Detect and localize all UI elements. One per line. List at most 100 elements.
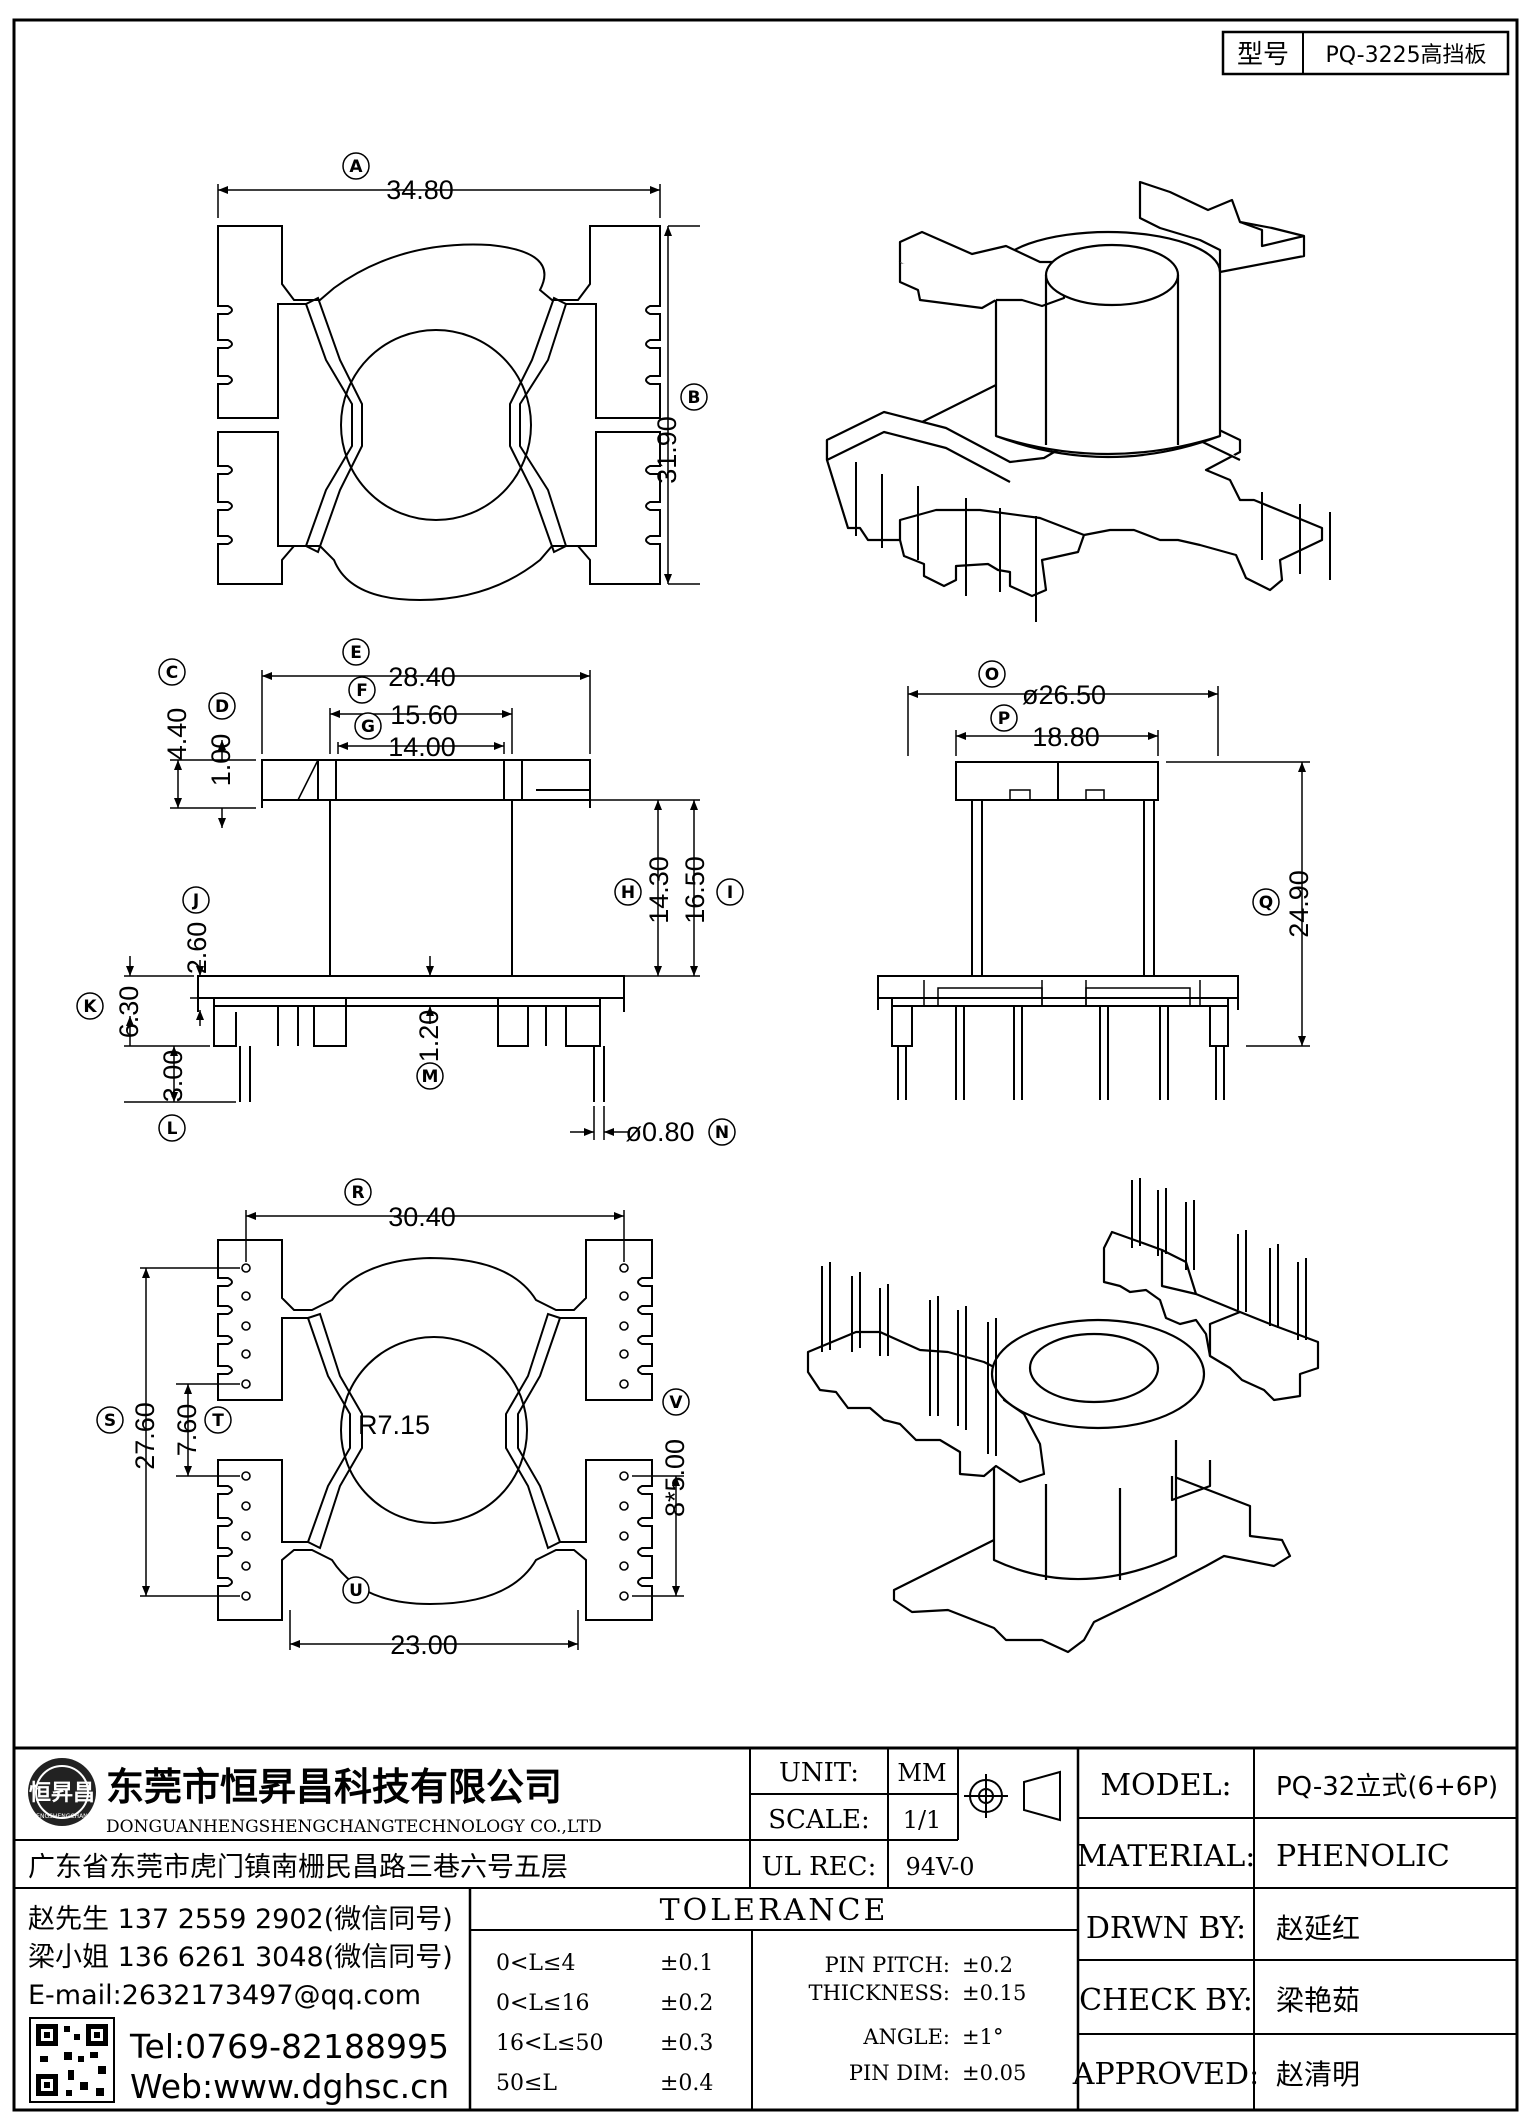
svg-text:Q: Q <box>1259 893 1273 913</box>
dim-r: 30.40 <box>388 1202 456 1232</box>
check-by-value: 梁艳茹 <box>1276 1984 1360 2017</box>
spec-name-4: PIN DIM: <box>849 2061 950 2085</box>
tolerance-title: TOLERANCE <box>660 1893 889 1928</box>
svg-text:P: P <box>998 709 1010 729</box>
company-logo: 恒昇昌 HENGSHENGCHANG <box>28 1758 96 1826</box>
company-name-cn: 东莞市恒昇昌科技有限公司 <box>106 1764 562 1809</box>
front-view <box>197 759 625 1102</box>
drawn-by-label: DRWN BY: <box>1086 1911 1246 1946</box>
dim-t: 7.60 <box>172 1404 202 1457</box>
side-view-dim-labels: O ø26.50 P 18.80 Q 24.90 <box>978 660 1314 938</box>
svg-text:O: O <box>985 665 999 685</box>
svg-text:G: G <box>361 717 375 737</box>
dim-a: 34.80 <box>386 175 454 205</box>
material-label: MATERIAL: <box>1077 1839 1256 1874</box>
dim-radius: R7.15 <box>358 1410 430 1440</box>
title-block: 恒昇昌 HENGSHENGCHANG 东莞市恒昇昌科技有限公司 DONGUANH… <box>14 1746 1517 2110</box>
spec-name-3: ANGLE: <box>862 2025 950 2049</box>
spec-value-3: ±1° <box>962 2025 1003 2049</box>
svg-text:M: M <box>422 1067 439 1087</box>
bottom-view-dim-labels: R 30.40 S 27.60 T 7.60 R7.15 U 23.00 V 8… <box>96 1178 690 1660</box>
logo-subtext: HENGSHENGCHANG <box>32 1813 93 1820</box>
approved-label: APPROVED: <box>1072 2057 1259 2092</box>
svg-text:L: L <box>167 1119 178 1139</box>
top-view-dims: A 34.80 B 31.90 <box>217 152 708 585</box>
svg-text:F: F <box>356 681 368 701</box>
material-value: PHENOLIC <box>1276 1839 1450 1874</box>
svg-text:B: B <box>688 388 701 408</box>
top-view <box>217 225 661 602</box>
scale-label: SCALE: <box>768 1805 870 1835</box>
drawing-border <box>12 18 1519 2112</box>
bottom-view-dims <box>140 1210 684 1650</box>
tol-range-4: 50≤L <box>496 2071 557 2096</box>
unit-value: MM <box>897 1759 946 1787</box>
ul-rec-label: UL REC: <box>762 1852 877 1882</box>
svg-text:A: A <box>349 157 363 177</box>
company-address: 广东省东莞市虎门镇南栅民昌路三巷六号五层 <box>28 1852 568 1883</box>
svg-text:E: E <box>350 643 362 663</box>
tol-value-4: ±0.4 <box>660 2071 713 2096</box>
svg-text:D: D <box>215 697 229 717</box>
svg-text:U: U <box>349 1581 363 1601</box>
spec-name-2: THICKNESS: <box>808 1981 950 2005</box>
svg-text:V: V <box>669 1393 683 1413</box>
qr-code-icon <box>29 2017 115 2103</box>
company-tel: Tel:0769-82188995 <box>129 2027 449 2066</box>
svg-text:S: S <box>104 1411 116 1431</box>
model-tag: 型号 PQ-3225高挡板 <box>1221 30 1510 76</box>
tol-value-1: ±0.1 <box>660 1951 713 1976</box>
front-view-dim-labels: E 28.40 F 15.60 G 14.00 C 4.40 D 1.00 H … <box>76 638 744 1147</box>
tol-range-1: 0<L≤4 <box>496 1951 575 1976</box>
svg-text:I: I <box>727 883 733 903</box>
dim-f: 15.60 <box>390 700 458 730</box>
approved-value: 赵清明 <box>1276 2058 1360 2091</box>
ul-rec-value: 94V-0 <box>905 1853 974 1881</box>
dim-m: 1.20 <box>414 1010 444 1063</box>
iso-view-top <box>825 180 1331 622</box>
spec-value-4: ±0.05 <box>962 2061 1026 2085</box>
model-tag-label: 型号 <box>1237 40 1289 70</box>
svg-text:R: R <box>351 1183 364 1203</box>
bottom-view <box>217 1239 653 1621</box>
tol-value-3: ±0.3 <box>660 2031 713 2056</box>
dim-e: 28.40 <box>388 662 456 692</box>
dim-h: 14.30 <box>644 856 674 924</box>
dim-j: 2.60 <box>182 922 212 975</box>
side-view <box>877 761 1239 1100</box>
spec-value-1: ±0.2 <box>962 1953 1013 1977</box>
dim-s: 27.60 <box>130 1402 160 1470</box>
dim-b: 31.90 <box>652 416 682 484</box>
dim-i: 16.50 <box>680 856 710 924</box>
svg-text:H: H <box>621 883 635 903</box>
dim-d: 1.00 <box>206 734 236 787</box>
dim-q: 24.90 <box>1284 870 1314 938</box>
contact-email: E-mail:2632173497@qq.com <box>28 1980 421 2011</box>
side-view-dims <box>907 686 1310 1047</box>
unit-label: UNIT: <box>779 1758 859 1788</box>
svg-text:K: K <box>83 997 97 1017</box>
tol-range-3: 16<L≤50 <box>496 2031 603 2056</box>
logo-text: 恒昇昌 <box>29 1780 95 1806</box>
scale-value: 1/1 <box>903 1806 942 1834</box>
dim-g: 14.00 <box>388 732 456 762</box>
drawn-by-value: 赵延红 <box>1276 1912 1360 1945</box>
svg-text:C: C <box>166 663 178 683</box>
svg-text:T: T <box>212 1411 224 1431</box>
contact-1: 赵先生 137 2559 2902(微信同号) <box>28 1904 453 1935</box>
front-view-dims <box>124 670 700 1140</box>
dim-c: 4.40 <box>162 708 192 761</box>
dim-o: ø26.50 <box>1022 680 1106 710</box>
svg-text:N: N <box>715 1123 729 1143</box>
dim-p: 18.80 <box>1032 722 1100 752</box>
spec-name-1: PIN PITCH: <box>825 1953 950 1977</box>
contact-2: 梁小姐 136 6261 3048(微信同号) <box>28 1942 453 1973</box>
tol-range-2: 0<L≤16 <box>496 1991 589 2016</box>
company-web: Web:www.dghsc.cn <box>130 2067 449 2106</box>
company-name-en: DONGUANHENGSHENGCHANGTECHNOLOGY CO.,LTD <box>106 1817 602 1837</box>
dim-l: 3.00 <box>158 1050 188 1103</box>
dim-n: ø0.80 <box>625 1117 694 1147</box>
spec-value-2: ±0.15 <box>962 1981 1026 2005</box>
svg-text:J: J <box>192 891 199 911</box>
